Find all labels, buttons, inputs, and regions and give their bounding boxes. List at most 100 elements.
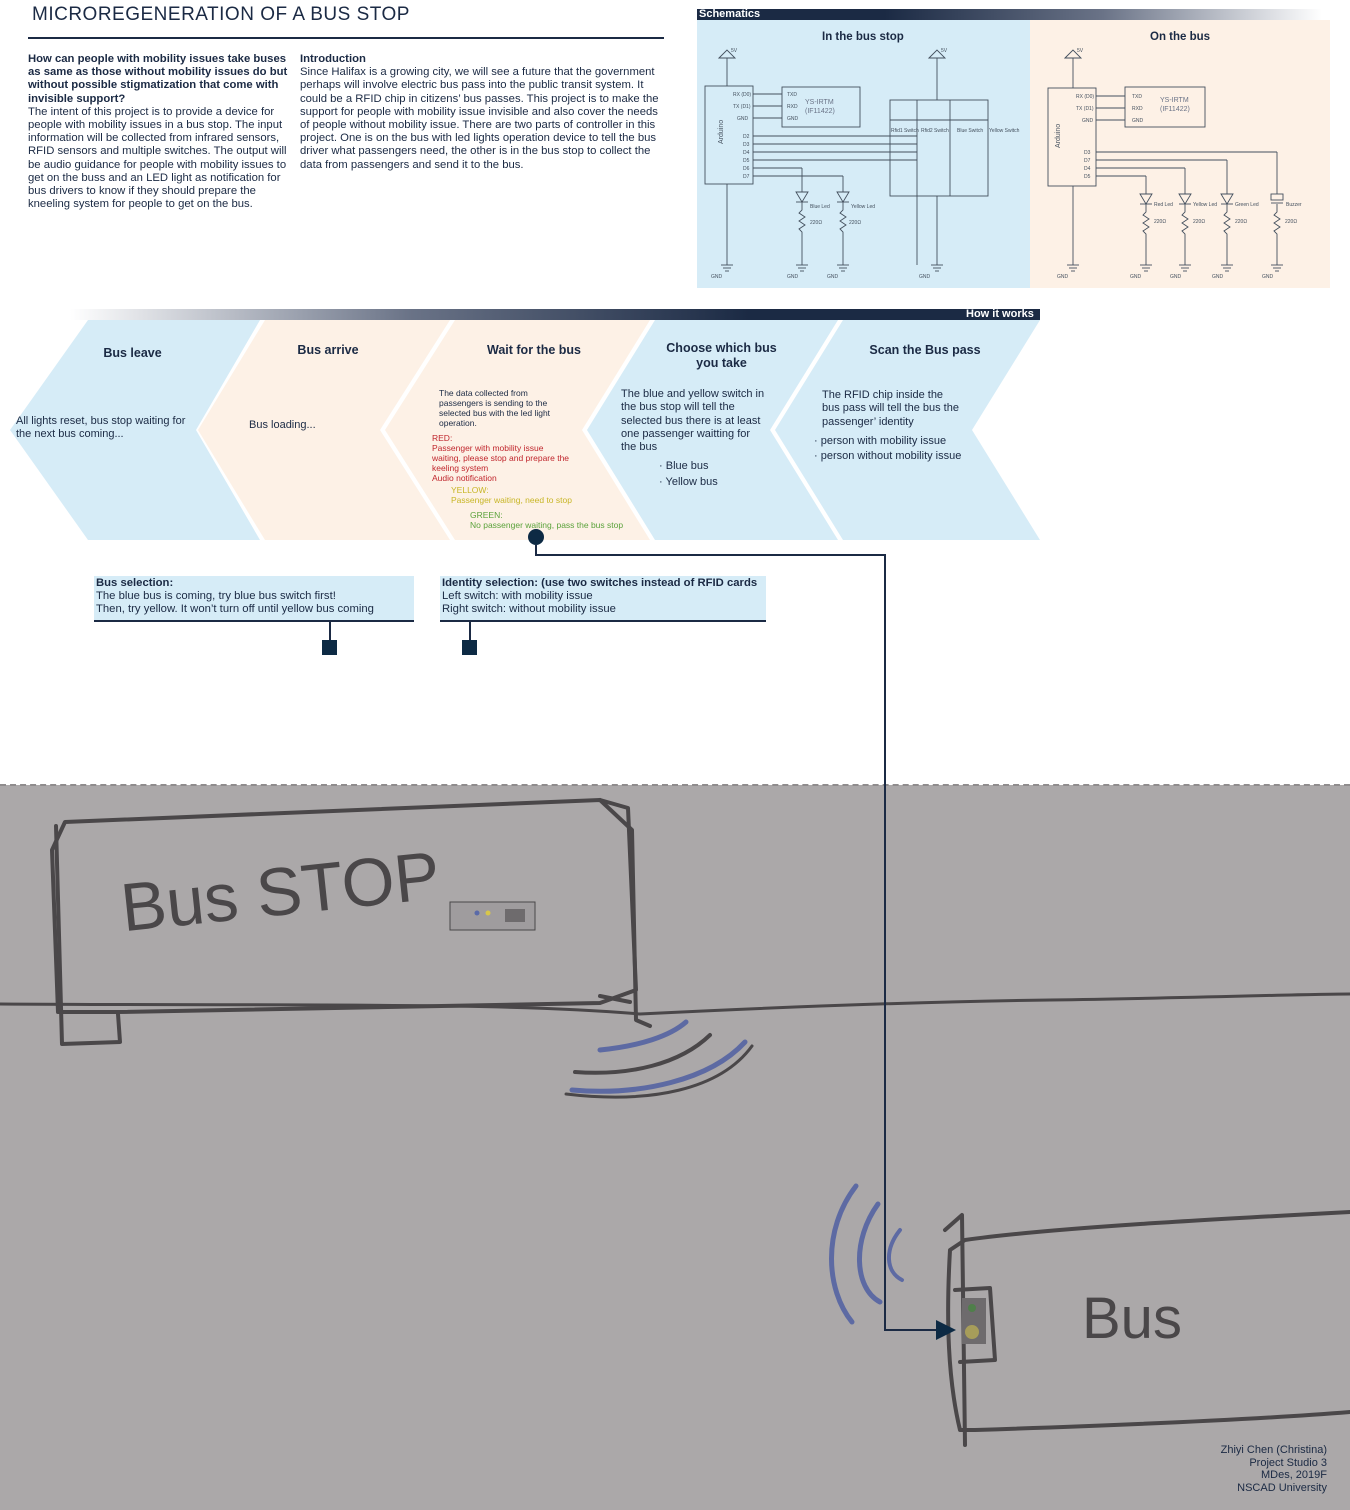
led-green-info: GREEN: No passenger waiting, pass the bu…	[470, 510, 650, 530]
step-text-bus-arrive: Bus loading...	[249, 419, 316, 431]
bus-stop-label: Bus STOP	[117, 837, 443, 946]
svg-text:Yellow Led: Yellow Led	[1193, 202, 1217, 208]
svg-text:RX (D0): RX (D0)	[1076, 94, 1094, 100]
svg-text:Buzzer: Buzzer	[1286, 202, 1302, 208]
svg-text:Rfid2 Switch: Rfid2 Switch	[921, 128, 949, 134]
svg-text:(IF11422): (IF11422)	[1160, 106, 1190, 113]
led-red-info: RED: Passenger with mobility issue waiti…	[432, 433, 572, 483]
how-it-works-header-bar	[70, 309, 1040, 320]
on-bus-circuit: 5V RX (D0) TX (D1) GND TXD RXD GND D3 D7…	[1047, 48, 1302, 280]
bus-sketch	[943, 1210, 1350, 1447]
bus-signal-icon	[829, 1183, 904, 1325]
svg-text:GND: GND	[737, 116, 749, 122]
bus-stop-device	[449, 901, 536, 931]
svg-text:Red Led: Red Led	[1154, 202, 1173, 208]
process-chevrons	[10, 320, 1040, 540]
yellow-led-icon	[485, 910, 491, 916]
svg-text:GND: GND	[1057, 274, 1069, 280]
introduction-text: Since Halifax is a growing city, we will…	[300, 66, 659, 171]
svg-text:GND: GND	[1170, 274, 1182, 280]
sketch-top-dashed-edge	[0, 784, 1350, 786]
option-without-mobility-issue: · person without mobility issue	[814, 450, 962, 463]
identity-selection-line2: Right switch: without mobility issue	[442, 603, 616, 616]
chevron-bus-leave	[10, 320, 260, 540]
step-title-wait-for-bus: Wait for the bus	[487, 343, 581, 357]
svg-text:GND: GND	[827, 274, 839, 280]
svg-text:220Ω: 220Ω	[1235, 219, 1247, 225]
led-yellow-info: YELLOW: Passenger waiting, need to stop	[451, 485, 611, 505]
step-text-bus-leave: All lights reset, bus stop waiting for t…	[16, 415, 186, 441]
bus-options-list: · Blue bus · Yellow bus	[659, 460, 769, 490]
project-intent: The intent of this project is to provide…	[28, 105, 287, 211]
svg-text:D5: D5	[1084, 174, 1091, 180]
vcc-label: 5V	[731, 48, 738, 54]
svg-text:RX (D0): RX (D0)	[733, 92, 751, 98]
step-title-bus-arrive: Bus arrive	[297, 343, 359, 357]
svg-text:TXD: TXD	[1132, 94, 1142, 100]
arrow-right-icon	[936, 1320, 956, 1340]
svg-text:D2: D2	[743, 134, 750, 140]
svg-text:220Ω: 220Ω	[1154, 219, 1166, 225]
bus-stop-sketch	[0, 798, 1350, 1046]
chevron-choose-bus	[587, 320, 838, 540]
bus-label: Bus	[1082, 1286, 1182, 1351]
svg-text:GND: GND	[1212, 274, 1224, 280]
led-yellow-label: YELLOW:	[451, 485, 489, 495]
led-red-text: Passenger with mobility issue waiting, p…	[432, 443, 570, 473]
svg-text:RXD: RXD	[787, 104, 798, 110]
author-name: Zhiyi Chen (Christina)	[1220, 1444, 1327, 1456]
svg-text:Rfid1 Switch: Rfid1 Switch	[891, 128, 919, 134]
introduction-block: Introduction Since Halifax is a growing …	[300, 53, 666, 172]
step-title-scan-pass: Scan the Bus pass	[869, 343, 981, 357]
introduction-heading: Introduction	[300, 53, 366, 65]
bus-switch-marker	[322, 640, 337, 655]
option-blue-bus: · Blue bus	[659, 460, 709, 472]
identity-selection-connector	[469, 622, 471, 640]
schematic-on-bus: On the bus 5	[1030, 20, 1330, 288]
bus-yellow-led-icon	[965, 1325, 979, 1339]
page-title: MICROREGENERATION OF A BUS STOP	[32, 4, 410, 25]
svg-text:D3: D3	[1084, 150, 1091, 156]
wait-to-bus-connector	[528, 529, 956, 1340]
svg-text:TX (D1): TX (D1)	[733, 104, 751, 110]
svg-text:GND: GND	[1082, 118, 1094, 124]
identity-selection-heading: Identity selection: (use two switches in…	[442, 577, 758, 589]
step-title-bus-leave: Bus leave	[103, 346, 162, 360]
svg-text:TX (D1): TX (D1)	[1076, 106, 1094, 112]
chevron-bus-arrive	[198, 320, 450, 540]
identity-options-list: · person with mobility issue · person wi…	[814, 435, 984, 464]
course-name: Project Studio 3	[1249, 1456, 1327, 1469]
svg-text:D7: D7	[1084, 158, 1091, 164]
svg-text:D4: D4	[1084, 166, 1091, 172]
identity-selection-line1: Left switch: with mobility issue	[442, 590, 593, 603]
schematic-bus-stop-title: In the bus stop	[822, 31, 904, 43]
schematic-bus-stop: In the bus stop	[697, 20, 1030, 288]
svg-text:GND: GND	[1130, 274, 1142, 280]
svg-text:GND: GND	[787, 116, 799, 122]
led-green-text: No passenger waiting, pass the bus stop	[470, 520, 624, 530]
bus-selection-heading: Bus selection:	[96, 577, 174, 589]
svg-text:YS-IRTM: YS-IRTM	[805, 99, 834, 106]
led-red-label: RED:	[432, 433, 453, 443]
svg-text:D5: D5	[743, 158, 750, 164]
chevron-wait-for-bus	[385, 320, 650, 540]
identity-selection-box: Identity selection: (use two switches in…	[440, 576, 766, 622]
research-question: How can people with mobility issues take…	[28, 53, 288, 105]
school-name: NSCAD University	[1237, 1481, 1327, 1494]
svg-text:5V: 5V	[1077, 48, 1084, 54]
schematics-label: Schematics	[699, 8, 761, 20]
schematic-on-bus-title: On the bus	[1150, 31, 1211, 43]
program-term: MDes, 2019F	[1260, 1469, 1327, 1482]
led-green-label: GREEN:	[470, 510, 503, 520]
svg-text:Blue Switch: Blue Switch	[957, 128, 983, 134]
step-text-choose-bus: The blue and yellow switch in the bus st…	[621, 388, 765, 454]
svg-text:(IF11422): (IF11422)	[805, 108, 835, 115]
svg-text:GND: GND	[1132, 118, 1144, 124]
led-red-audio: Audio notification	[432, 473, 497, 483]
step-text-scan-pass: The RFID chip inside the bus pass will t…	[822, 389, 959, 428]
identity-switch-marker	[462, 640, 477, 655]
chevron-scan-pass	[775, 320, 1040, 540]
bus-green-led-icon	[968, 1304, 976, 1312]
option-yellow-bus: · Yellow bus	[659, 476, 718, 489]
svg-text:Yellow Switch: Yellow Switch	[989, 128, 1020, 134]
